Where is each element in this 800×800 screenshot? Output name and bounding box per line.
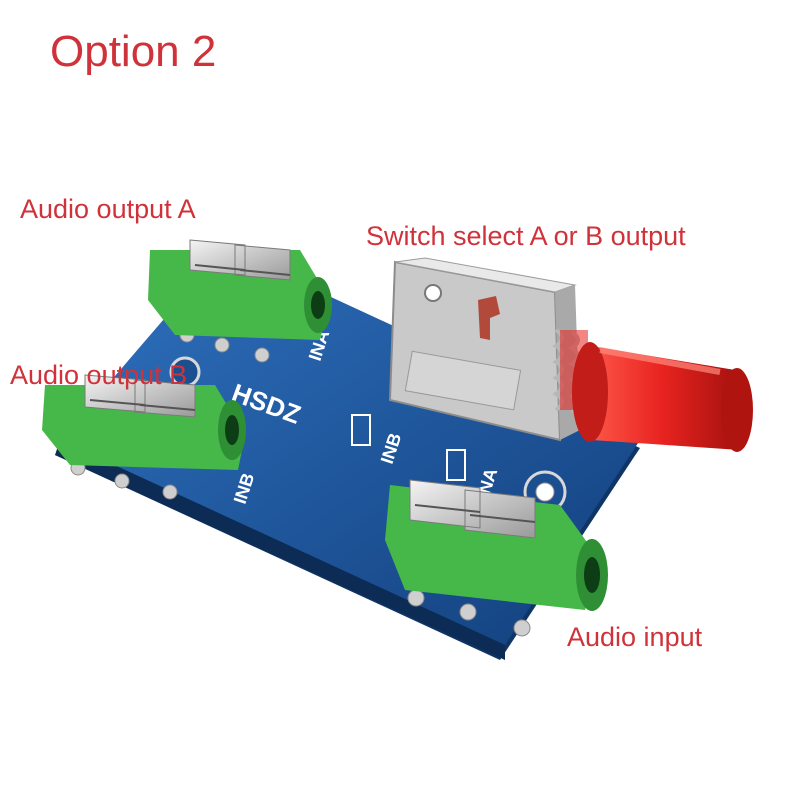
switch-label: Switch select A or B output — [366, 221, 686, 251]
audio-input-jack — [385, 479, 608, 611]
audio-input-label: Audio input — [567, 622, 703, 652]
red-button-cap — [572, 342, 753, 452]
page-title: Option 2 — [50, 27, 217, 76]
audio-jack-b — [42, 374, 246, 470]
audio-jack-a — [148, 239, 332, 340]
audio-output-a-label: Audio output A — [20, 194, 196, 224]
audio-output-b-label: Audio output B — [10, 360, 188, 390]
